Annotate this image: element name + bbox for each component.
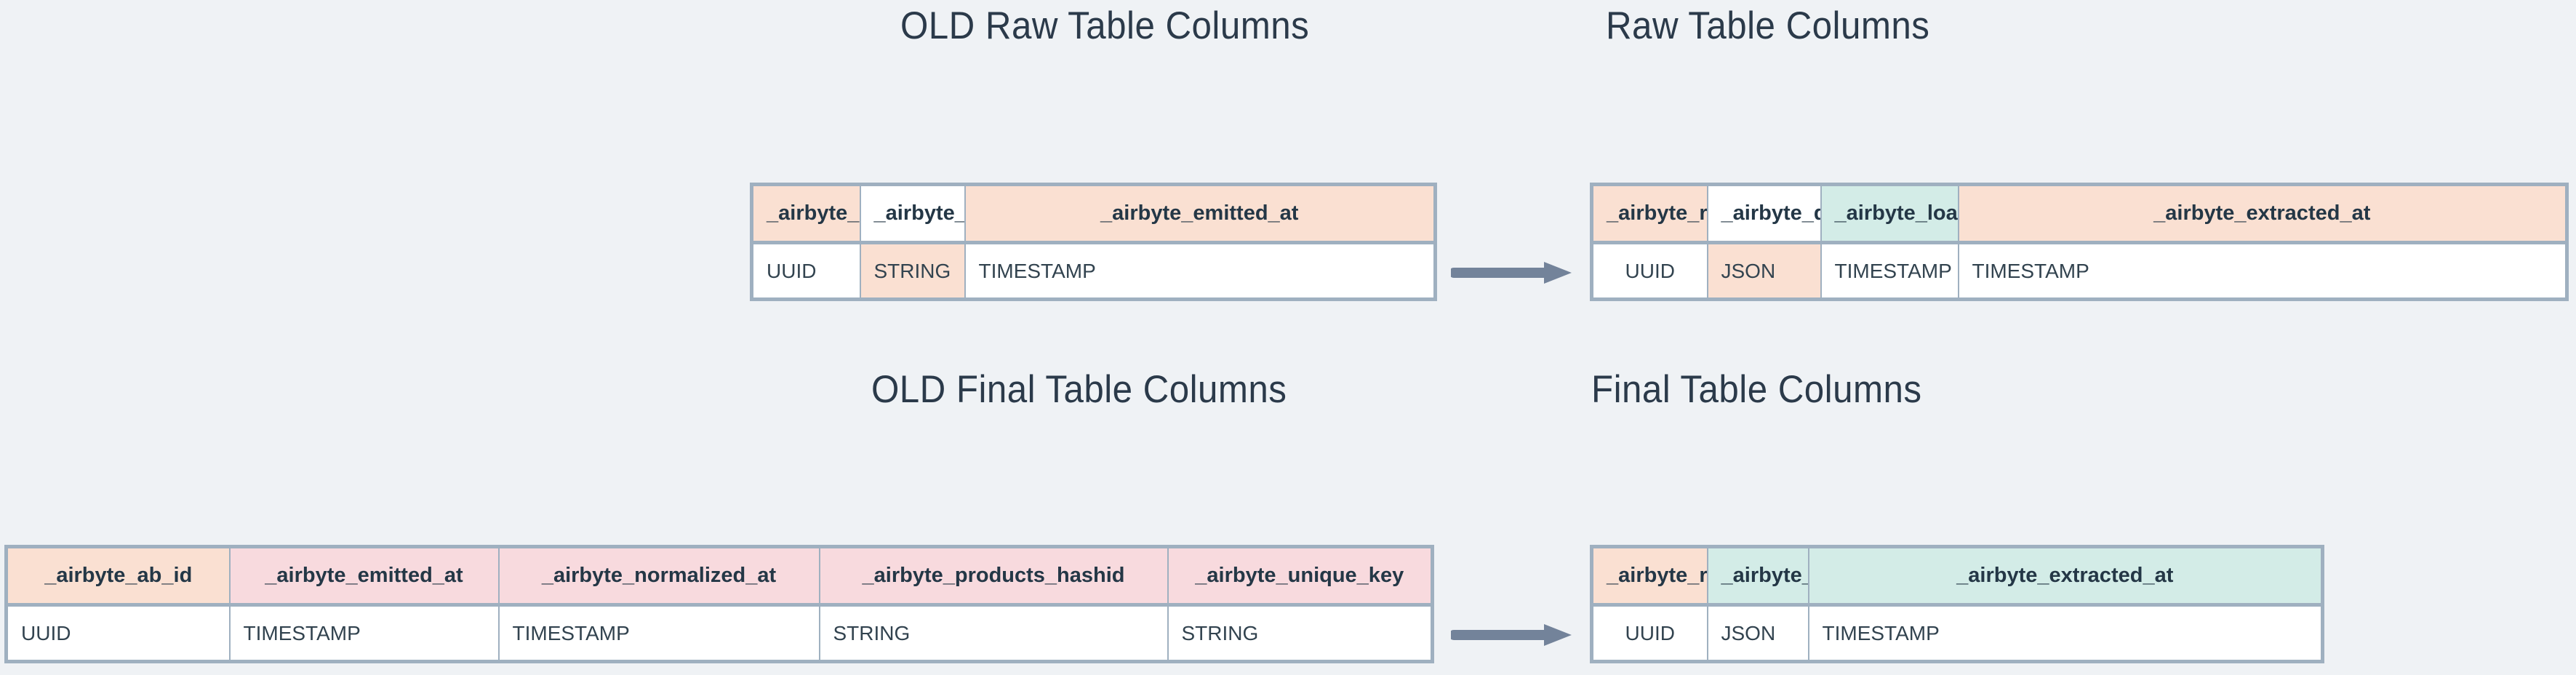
old-raw-table-type-row: UUID STRING TIMESTAMP (751, 241, 1436, 300)
column-header-cell: _airbyte_ab_id (751, 183, 861, 244)
column-header-cell: _airbyte_extracted_at (1957, 183, 2568, 244)
old-raw-table: _airbyte_ab_id _airbyte_data _airbyte_em… (750, 183, 1437, 301)
column-type-cell: UUID (1591, 604, 1708, 663)
column-type-cell: TIMESTAMP (497, 604, 820, 663)
old-final-table: _airbyte_ab_id _airbyte_emitted_at _airb… (4, 545, 1434, 663)
column-type-cell: STRING (859, 241, 966, 300)
column-header-cell: _airbyte_raw_id (1591, 546, 1708, 607)
column-header-cell: _airbyte_meta (1706, 546, 1809, 607)
column-type-cell: TIMESTAMP (1820, 241, 1959, 300)
column-type-cell: STRING (1167, 604, 1433, 663)
old-final-table-type-row: UUID TIMESTAMP TIMESTAMP STRING STRING (5, 604, 1433, 663)
column-type-cell: UUID (1591, 241, 1708, 300)
column-header-cell: _airbyte_normalized_at (497, 546, 820, 607)
old-raw-table-title: OLD Raw Table Columns (900, 4, 1310, 47)
column-type-cell: UUID (751, 241, 861, 300)
column-header-cell: _airbyte_extracted_at (1807, 546, 2324, 607)
column-header-cell: _airbyte_data (1706, 183, 1822, 244)
column-type-cell: STRING (818, 604, 1169, 663)
column-type-cell: TIMESTAMP (964, 241, 1436, 300)
column-type-cell: JSON (1706, 241, 1822, 300)
final-transition-arrow (1451, 620, 1578, 650)
old-final-table-title: OLD Final Table Columns (871, 368, 1287, 411)
new-raw-table-type-row: UUID JSON TIMESTAMP TIMESTAMP (1591, 241, 2568, 300)
column-header-cell: _airbyte_raw_id (1591, 183, 1708, 244)
new-raw-table-header-row: _airbyte_raw_id _airbyte_data _airbyte_l… (1591, 183, 2568, 244)
column-type-cell: TIMESTAMP (228, 604, 500, 663)
column-header-cell: _airbyte_emitted_at (228, 546, 500, 607)
column-header-cell: _airbyte_products_hashid (818, 546, 1169, 607)
column-type-cell: JSON (1706, 604, 1809, 663)
column-header-cell: _airbyte_loaded_at (1820, 183, 1959, 244)
new-final-table-header-row: _airbyte_raw_id _airbyte_meta _airbyte_e… (1591, 546, 2324, 607)
new-final-table: _airbyte_raw_id _airbyte_meta _airbyte_e… (1590, 545, 2324, 663)
new-final-table-type-row: UUID JSON TIMESTAMP (1591, 604, 2324, 663)
new-raw-table-title: Raw Table Columns (1606, 4, 1930, 47)
column-header-cell: _airbyte_data (859, 183, 966, 244)
column-type-cell: UUID (5, 604, 231, 663)
new-raw-table: _airbyte_raw_id _airbyte_data _airbyte_l… (1590, 183, 2569, 301)
raw-transition-arrow (1451, 258, 1578, 287)
column-header-cell: _airbyte_ab_id (5, 546, 231, 607)
column-type-cell: TIMESTAMP (1807, 604, 2324, 663)
old-final-table-header-row: _airbyte_ab_id _airbyte_emitted_at _airb… (5, 546, 1433, 607)
column-header-cell: _airbyte_emitted_at (964, 183, 1436, 244)
column-type-cell: TIMESTAMP (1957, 241, 2568, 300)
new-final-table-title: Final Table Columns (1591, 368, 1922, 411)
column-header-cell: _airbyte_unique_key (1167, 546, 1433, 607)
old-raw-table-header-row: _airbyte_ab_id _airbyte_data _airbyte_em… (751, 183, 1436, 244)
